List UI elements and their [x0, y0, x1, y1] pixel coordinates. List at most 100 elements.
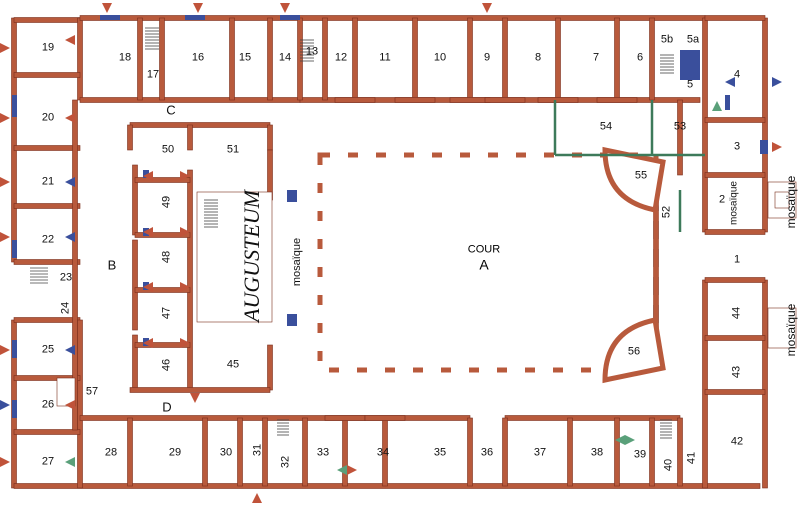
room-label-14: 14 [278, 51, 292, 64]
north-room-divider [649, 17, 655, 101]
room-label-29: 29 [168, 446, 182, 459]
exedra-56 [602, 317, 666, 384]
window-blue [725, 95, 730, 110]
room-label-19: 19 [41, 41, 55, 54]
room-label-51: 51 [226, 143, 240, 156]
room-label-57: 57 [85, 385, 99, 398]
room-label-5a: 5a [686, 33, 700, 46]
north-room-divider [159, 17, 165, 101]
south-inner-wall-west [79, 415, 471, 421]
room-label-35: 35 [433, 446, 447, 459]
room-label-43: 43 [730, 365, 743, 379]
orientation-marker [65, 400, 75, 410]
west-outer-wall [11, 17, 17, 263]
room-label-40: 40 [662, 458, 675, 472]
room-label-7: 7 [592, 51, 600, 64]
orientation-marker [65, 177, 75, 187]
augusteum-hall [196, 191, 273, 323]
room-label-49: 49 [160, 195, 173, 209]
room-label-27: 27 [41, 455, 55, 468]
mosaic-box-east-lower [767, 307, 797, 349]
north-room-divider [555, 17, 561, 101]
north-room-divider [137, 17, 143, 101]
north-room-divider [267, 17, 273, 101]
inner-block-wall [267, 124, 273, 151]
orientation-marker [252, 493, 262, 503]
orientation-marker [347, 465, 357, 475]
east-inner-wall [702, 17, 708, 233]
room-door-jamb [484, 97, 526, 103]
west-wing-wall [13, 259, 81, 265]
east-room-divider [704, 172, 766, 178]
orientation-marker [180, 338, 190, 348]
south-room-divider [202, 417, 208, 487]
room-label-56: 56 [627, 345, 641, 358]
room-label-25: 25 [41, 343, 55, 356]
north-room-divider [229, 17, 235, 101]
window-blue [287, 190, 297, 202]
window-blue [100, 15, 120, 20]
room-label-18: 18 [118, 51, 132, 64]
mosaic-label-east-lower: mosaïque [784, 303, 798, 357]
east-outer-wall-south [762, 279, 768, 489]
south-room-divider [127, 417, 133, 487]
room-label-23: 23 [59, 271, 73, 284]
north-room-divider [352, 17, 358, 101]
room-label-32: 32 [279, 455, 292, 469]
orientation-marker [0, 345, 10, 355]
room-label-48: 48 [160, 250, 173, 264]
north-room-divider [322, 17, 328, 101]
room-label-33: 33 [316, 446, 330, 459]
room-label-2: 2 [718, 193, 726, 206]
markers [0, 3, 782, 503]
west-inner-wall [77, 17, 83, 101]
exedra-55 [602, 146, 666, 213]
inner-block-north [129, 122, 271, 128]
window-blue [12, 240, 17, 258]
room-label-36: 36 [480, 446, 494, 459]
room-label-12: 12 [334, 51, 348, 64]
east-room-divider [704, 229, 766, 235]
inner-block-wall [127, 124, 133, 151]
courtyard-label: COUR A [468, 244, 500, 273]
mosaic-label-augusteum: mosaïque [291, 237, 303, 287]
room-door-jamb [364, 415, 406, 421]
room-label-17: 17 [146, 68, 160, 81]
room-door-jamb [596, 97, 638, 103]
room-label-16: 16 [191, 51, 205, 64]
courtyard-word: COUR [467, 243, 501, 256]
room-label-41: 41 [685, 451, 698, 465]
orientation-marker [143, 338, 153, 348]
orientation-marker [180, 227, 190, 237]
corridor-label-d: D [162, 399, 172, 415]
room-label-11: 11 [379, 51, 391, 64]
room-label-3: 3 [733, 140, 741, 153]
orientation-marker [65, 457, 75, 467]
room-label-5b: 5b [660, 33, 674, 46]
north-room-divider [412, 17, 418, 101]
east-room-divider [704, 277, 766, 283]
east-north-wall [704, 15, 766, 21]
room-label-13: 13 [305, 45, 319, 58]
orientation-marker [280, 3, 290, 13]
room-label-8: 8 [534, 51, 542, 64]
window-blue [760, 140, 768, 154]
window-blue [12, 400, 17, 418]
east-corridor-wall [677, 99, 683, 176]
mosaic-label-room-2: mosaïque [728, 181, 740, 225]
room-door-jamb [334, 97, 376, 103]
room-label-30: 30 [219, 446, 233, 459]
inner-block-wall [187, 124, 193, 151]
room-label-26: 26 [41, 398, 55, 411]
south-room-divider [467, 417, 473, 487]
room-label-5: 5 [686, 78, 694, 91]
orientation-marker [0, 457, 10, 467]
room-57-box [56, 377, 76, 407]
south-room-divider [502, 417, 508, 487]
corridor-b-west-wall [72, 99, 78, 431]
west-room-divider [13, 375, 81, 381]
inner-room-divider [134, 342, 191, 348]
window-blue [185, 15, 205, 20]
